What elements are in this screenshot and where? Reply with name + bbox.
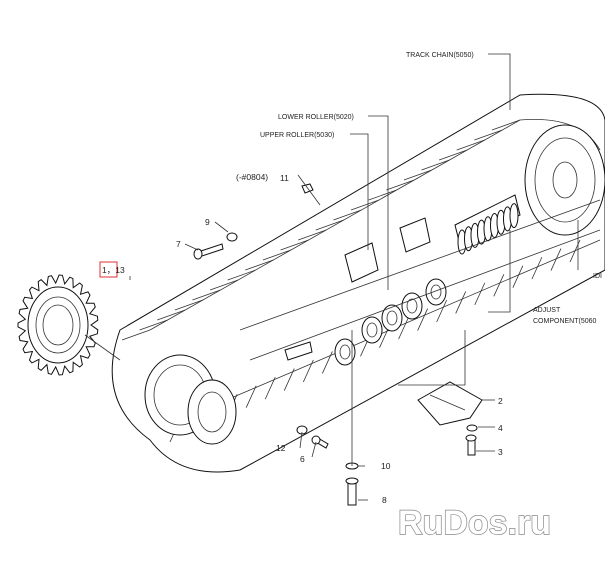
track-frame	[239, 199, 601, 361]
bolt-3	[465, 434, 477, 456]
washer-9	[226, 232, 238, 242]
track-shoe-line	[550, 248, 562, 271]
label-adjust-2: COMPONENT(5060	[533, 318, 597, 325]
lower-roller	[401, 292, 423, 320]
track-shoe-line	[417, 308, 428, 331]
track-shoe-line	[302, 359, 314, 383]
lower-roller	[381, 304, 403, 332]
track-shoe-line	[264, 376, 276, 400]
upper-roller	[344, 217, 431, 283]
bolt-8	[345, 477, 359, 506]
track-shoe-line	[245, 385, 257, 408]
track-shoe-line	[474, 129, 503, 141]
lower-roller-hub	[366, 322, 378, 338]
track-shoe-line	[315, 219, 344, 231]
label-lower-roller: LOWER ROLLER(5020)	[278, 114, 354, 121]
bolt-7	[193, 243, 224, 260]
num-2: 2	[498, 396, 503, 406]
track-shoe-line	[436, 299, 448, 323]
track-shoe-line	[298, 229, 327, 241]
watermark: RuDos.ru	[398, 504, 551, 542]
track-shoe-line	[245, 259, 274, 271]
track-shoe-line	[192, 289, 221, 301]
track-shoe-line	[455, 291, 467, 314]
track-shoe-line	[333, 209, 362, 221]
lower-roller-hub	[386, 310, 398, 326]
lower-roller	[334, 338, 356, 366]
num-6: 6	[300, 454, 305, 464]
label-upper-roller: UPPER ROLLER(5030)	[260, 132, 334, 139]
label-track-chain: TRACK CHAIN(5050)	[406, 52, 474, 59]
label-adjust-1: ADJUST	[533, 307, 561, 314]
track-shoe-line	[139, 319, 168, 331]
adjust-spring	[454, 194, 521, 255]
track-shoe-line	[322, 351, 333, 374]
callouts: TRACK CHAIN(5050) LOWER ROLLER(5020) UPP…	[99, 52, 602, 505]
lower-rollers	[334, 278, 447, 366]
track-shoe-line	[531, 256, 543, 280]
track-shoe-line	[280, 239, 309, 251]
bolt-6	[311, 435, 329, 449]
num-12: 12	[276, 443, 286, 453]
washer-4	[466, 424, 478, 432]
track-shoe-line	[262, 249, 292, 261]
idler-wheel	[524, 124, 605, 236]
num-7: 7	[176, 239, 181, 249]
track-shoe-line	[421, 159, 450, 171]
spring-coil	[509, 203, 519, 229]
lower-roller-hub	[406, 298, 418, 314]
leader-lines	[84, 53, 579, 501]
track-shoe-line	[368, 189, 397, 201]
final-drive	[144, 354, 237, 445]
num-9: 9	[205, 217, 210, 227]
track-shoe-line	[491, 119, 521, 131]
highlight-box	[99, 261, 118, 278]
lower-roller	[425, 278, 447, 306]
track-shoe-line	[209, 279, 239, 291]
track-shoe-line	[157, 309, 186, 321]
num-8: 8	[382, 495, 387, 505]
num-4: 4	[498, 423, 503, 433]
num-sprocket: 1，13	[102, 265, 125, 275]
lower-roller-hub	[339, 344, 351, 360]
track-shoe-line	[350, 199, 380, 211]
track-shoe-line	[493, 274, 505, 297]
track-shoe-line	[456, 139, 485, 151]
num-3: 3	[498, 447, 503, 457]
track-shoe-line	[174, 299, 203, 311]
track-shoe-line	[121, 329, 151, 341]
track-shoe-line	[386, 179, 415, 191]
lower-roller-hub	[430, 284, 442, 300]
track-shoe-line	[403, 169, 433, 181]
label-idler: IDI	[593, 273, 602, 280]
sprocket	[17, 274, 99, 376]
serial-note: (-#0804)	[236, 172, 268, 182]
track-shoe-line	[283, 368, 295, 391]
guard-bracket-2	[417, 381, 483, 426]
track-shoe-line	[512, 265, 524, 288]
track-shoe-line	[398, 316, 409, 340]
num-11: 11	[280, 173, 289, 183]
num-10: 10	[381, 461, 391, 471]
track-shoe-line	[227, 269, 256, 281]
track-shoe-line	[439, 149, 468, 161]
track-shoe-line	[474, 282, 486, 306]
track-chain	[111, 93, 605, 473]
lower-roller	[361, 316, 383, 344]
